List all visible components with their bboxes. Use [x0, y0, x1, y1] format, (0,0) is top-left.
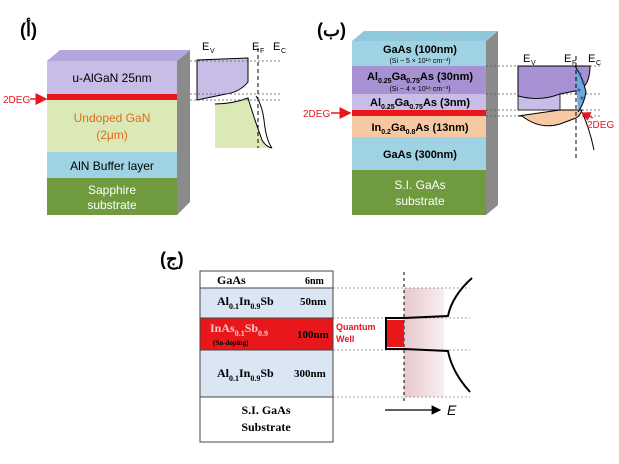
layer-2deg-a — [47, 94, 177, 100]
row-c-gaas-name: GaAs — [217, 273, 246, 287]
svg-text:E: E — [588, 53, 595, 65]
panel-c-label: (ج) — [160, 249, 184, 270]
layer-algan-label: u-AlGaN 25nm — [72, 71, 151, 85]
energy-axis-label: E — [447, 402, 457, 418]
svg-text:E: E — [523, 53, 530, 65]
deg-label-b-right: 2DEG — [587, 120, 614, 131]
row-c-alinsb-300 — [199, 349, 334, 398]
row-c-substrate-name: S.I. GaAs — [241, 403, 290, 417]
layer-b-substrate-sub: substrate — [395, 194, 445, 208]
quantum-well-label: Quantum — [336, 322, 376, 332]
layer-gan-thickness: (2μm) — [96, 128, 128, 142]
svg-text:F: F — [260, 48, 264, 55]
row-c-inassb-note: (Sn-doping) — [213, 339, 249, 347]
layer-b-algaas-3 — [352, 94, 486, 110]
row-c-gaas-thickness: 6nm — [305, 276, 325, 287]
quantum-well-label-2: Well — [336, 334, 354, 344]
row-c-inassb-thickness: 100nm — [297, 329, 329, 341]
svg-text:C: C — [281, 48, 286, 55]
panel-b: (ب) GaAs (100nm) (Si ~ 5 × 10¹⁸ cm⁻³) Al… — [303, 20, 614, 215]
panel-a-label: (أ) — [20, 18, 37, 40]
row-c-substrate-sub: Substrate — [241, 420, 291, 434]
layer-b-ingaas — [352, 116, 486, 137]
row-c-alinsb-300-name: Al0.1In0.9Sb — [217, 366, 274, 383]
layer-aln-label: AlN Buffer layer — [70, 159, 154, 173]
panel-a: (أ) u-AlGaN 25nm Undoped GaN (2μm) AlN B… — [3, 18, 286, 215]
panel-b-label: (ب) — [317, 20, 346, 40]
layer-b-gaas-top — [352, 41, 486, 66]
row-c-inassb — [199, 317, 334, 351]
layer-sapphire — [47, 178, 177, 215]
layer-sapphire-label: Sapphire — [88, 183, 136, 197]
layer-gan-label: Undoped GaN — [74, 111, 151, 125]
svg-text:C: C — [596, 60, 601, 67]
svg-text:E: E — [252, 41, 259, 53]
layer-b-doping-1: (Si ~ 5 × 10¹⁸ cm⁻³) — [389, 58, 450, 65]
layer-b-2deg — [352, 110, 486, 116]
layer-b-gaas-top-label: GaAs (100nm) — [383, 44, 457, 56]
band-diagram-b: E V E F E C 2DEG — [486, 53, 614, 158]
row-c-inassb-name: InAs0.1Sb0.9 — [210, 321, 268, 338]
stack-a-top — [47, 50, 190, 61]
svg-text:E: E — [202, 41, 209, 53]
layer-algan — [47, 61, 177, 94]
svg-text:F: F — [572, 60, 576, 67]
row-c-alinsb-50 — [199, 287, 334, 319]
svg-text:V: V — [210, 48, 215, 55]
band-diagram-a: E V E F E C — [190, 41, 286, 149]
layer-b-algaas-30 — [352, 66, 486, 94]
svg-text:E: E — [564, 53, 571, 65]
layer-b-substrate-label: S.I. GaAs — [394, 178, 445, 192]
layer-sapphire-sub: substrate — [87, 198, 137, 212]
layer-b-algaas-30-label: Al0.25Ga0.75As (30nm) — [367, 71, 473, 85]
layer-b-substrate — [352, 170, 486, 215]
layer-b-algaas-3-label: Al0.25Ga0.75As (3nm) — [370, 97, 470, 111]
layer-gan — [47, 100, 177, 152]
layer-b-doping-2: (Si ~ 4 × 10¹⁸ cm⁻³) — [389, 86, 450, 93]
layer-b-gaas-300 — [352, 137, 486, 170]
row-c-alinsb-300-thickness: 300nm — [294, 368, 326, 380]
panel-c: (ج) GaAs 6nm Al0.1In0.9Sb 50nm InAs0.1Sb… — [160, 249, 473, 443]
svg-text:V: V — [531, 60, 536, 67]
deg-label-a: 2DEG — [3, 95, 30, 106]
layer-b-ingaas-label: In0.2Ga0.8As (13nm) — [371, 122, 468, 136]
stack-b-top — [352, 31, 498, 41]
band-diagram-c: E — [333, 272, 473, 418]
row-c-alinsb-50-name: Al0.1In0.9Sb — [217, 294, 274, 311]
svg-text:E: E — [273, 41, 280, 53]
stack-b-side — [486, 31, 498, 215]
layer-aln — [47, 152, 177, 178]
row-c-alinsb-50-thickness: 50nm — [300, 296, 326, 308]
layer-b-gaas-300-label: GaAs (300nm) — [383, 149, 457, 161]
row-c-substrate — [199, 396, 334, 443]
deg-label-b-left: 2DEG — [303, 109, 330, 120]
stack-a-side — [177, 50, 190, 215]
